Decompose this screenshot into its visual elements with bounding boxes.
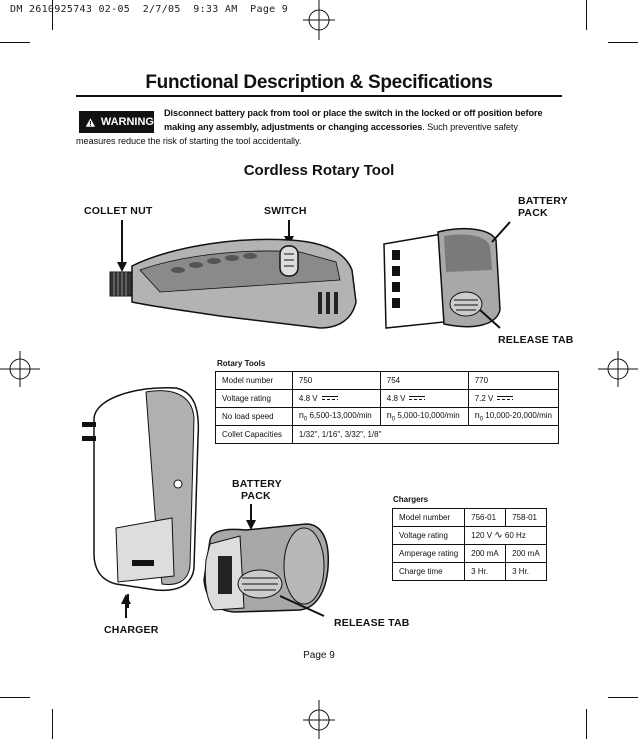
- voltage-value: 4.8 V: [298, 394, 318, 403]
- callout-battery-pack-bottom-1: BATTERY: [232, 478, 282, 490]
- callout-release-tab-bottom: RELEASE TAB: [334, 617, 410, 629]
- dc-symbol-icon: [497, 395, 514, 402]
- table-cell: 120 V ∿ 60 Hz: [464, 526, 547, 545]
- table-cell: 7.2 V: [467, 389, 560, 408]
- warning-line-2-bold: making any assembly, adjustments or chan…: [164, 122, 423, 132]
- warning-line-3: measures reduce the risk of starting the…: [76, 136, 302, 146]
- table-cell: Collet Capacities: [215, 425, 293, 444]
- registration-mark-top: [303, 0, 335, 40]
- voltage-value: 7.2 V: [474, 394, 494, 403]
- rotary-tool-illustration: [109, 220, 357, 329]
- table-cell: Voltage rating: [391, 526, 466, 545]
- callout-switch: SWITCH: [264, 205, 307, 217]
- table-row: No load speed n0 6,500-13,000/min n0 5,0…: [215, 407, 560, 426]
- table-cell: 3 Hr.: [505, 562, 547, 581]
- registration-mark-bottom: [303, 700, 335, 739]
- table-row: Voltage rating 4.8 V 4.8 V 7.2 V: [215, 389, 560, 408]
- crop-mark-bottom-left-h: [0, 697, 30, 698]
- table-cell: Voltage rating: [215, 389, 293, 408]
- page-title: Functional Description & Specifications: [145, 72, 493, 93]
- header-slug: DM 2610925743 02-05 2/7/05 9:33 AM Page …: [10, 4, 289, 15]
- table-cell: 4.8 V: [379, 389, 469, 408]
- section-subtitle: Cordless Rotary Tool: [243, 162, 395, 179]
- speed-subscript: 0: [303, 416, 308, 423]
- warning-line-1: Disconnect battery pack from tool or pla…: [164, 108, 543, 118]
- table-cell: n0 6,500-13,000/min: [291, 407, 381, 426]
- table-cell: 750: [291, 371, 381, 390]
- callout-battery-pack-top-1: BATTERY: [518, 195, 568, 207]
- dc-symbol-icon: [321, 395, 338, 402]
- speed-symbol: n: [474, 410, 480, 421]
- table-cell: 758-01: [505, 508, 547, 527]
- speed-subscript: 0: [479, 416, 484, 423]
- page-number: Page 9: [303, 650, 335, 661]
- crop-mark-top-right-v: [586, 0, 587, 30]
- table-cell: 200 mA: [505, 544, 547, 563]
- frequency-value: 60 Hz: [504, 531, 526, 540]
- table-cell: Model number: [215, 371, 293, 390]
- speed-subscript: 0: [391, 416, 396, 423]
- battery-pack-bottom-illustration: [203, 504, 330, 617]
- crop-mark-bottom-left-v: [52, 709, 53, 739]
- registration-mark-right: [598, 351, 638, 387]
- speed-symbol: n: [298, 410, 304, 421]
- voltage-value: 4.8 V: [386, 394, 406, 403]
- speed-value: 10,000-20,000/min: [485, 411, 552, 421]
- table-row: Model number 750 754 770: [215, 371, 560, 390]
- warning-line-2-rest: . Such preventive safety: [422, 122, 518, 132]
- table-cell: 770: [467, 371, 560, 390]
- speed-value: 6,500-13,000/min: [309, 411, 372, 421]
- warning-label: WARNING: [100, 116, 154, 128]
- callout-charger: CHARGER: [104, 624, 159, 636]
- table-cell: 200 mA: [464, 544, 507, 563]
- chargers-heading: Chargers: [393, 495, 429, 504]
- table-cell: Amperage rating: [391, 544, 466, 563]
- callout-battery-pack-bottom-2: PACK: [241, 490, 271, 502]
- rotary-tools-heading: Rotary Tools: [217, 359, 266, 368]
- title-rule: [76, 95, 562, 97]
- table-cell: No load speed: [215, 407, 293, 426]
- table-cell: 4.8 V: [291, 389, 381, 408]
- callout-release-tab-top: RELEASE TAB: [498, 334, 574, 346]
- charger-arrow: [121, 594, 131, 618]
- table-cell: Charge time: [391, 562, 466, 581]
- voltage-value: 120 V: [471, 531, 493, 540]
- table-row: Voltage rating 120 V ∿ 60 Hz: [391, 526, 547, 545]
- table-row: Collet Capacities 1/32", 1/16", 3/32", 1…: [215, 425, 560, 444]
- rotary-tools-table: Model number 750 754 770 Voltage rating …: [215, 371, 560, 444]
- table-row: Amperage rating 200 mA 200 mA: [391, 544, 547, 563]
- warning-badge: WARNING: [79, 111, 154, 133]
- crop-mark-bottom-right-v: [586, 709, 587, 739]
- warning-line-2: making any assembly, adjustments or chan…: [164, 122, 564, 132]
- registration-mark-left: [0, 351, 40, 387]
- table-cell: n0 10,000-20,000/min: [467, 407, 560, 426]
- warning-triangle-icon: [85, 117, 96, 127]
- ac-symbol-icon: ∿: [494, 530, 503, 541]
- table-row: Charge time 3 Hr. 3 Hr.: [391, 562, 547, 581]
- table-cell: 756-01: [464, 508, 507, 527]
- crop-mark-top-left-v: [52, 0, 53, 30]
- table-row: Model number 756-01 758-01: [391, 508, 547, 527]
- dc-symbol-icon: [409, 395, 426, 402]
- crop-mark-bottom-right-h: [608, 697, 638, 698]
- table-cell: n0 5,000-10,000/min: [379, 407, 469, 426]
- table-cell: 754: [379, 371, 469, 390]
- crop-mark-top-right-h: [608, 42, 638, 43]
- speed-value: 5,000-10,000/min: [397, 411, 460, 421]
- table-cell: 3 Hr.: [464, 562, 507, 581]
- table-cell: 1/32", 1/16", 3/32", 1/8": [291, 425, 560, 444]
- crop-mark-top-left-h: [0, 42, 30, 43]
- table-cell: Model number: [391, 508, 466, 527]
- chargers-table: Model number 756-01 758-01 Voltage ratin…: [391, 508, 547, 581]
- battery-pack-top-illustration: [383, 221, 511, 329]
- charger-illustration: [82, 387, 200, 608]
- speed-symbol: n: [386, 410, 392, 421]
- callout-battery-pack-top-2: PACK: [518, 207, 548, 219]
- callout-collet-nut: COLLET NUT: [84, 205, 153, 217]
